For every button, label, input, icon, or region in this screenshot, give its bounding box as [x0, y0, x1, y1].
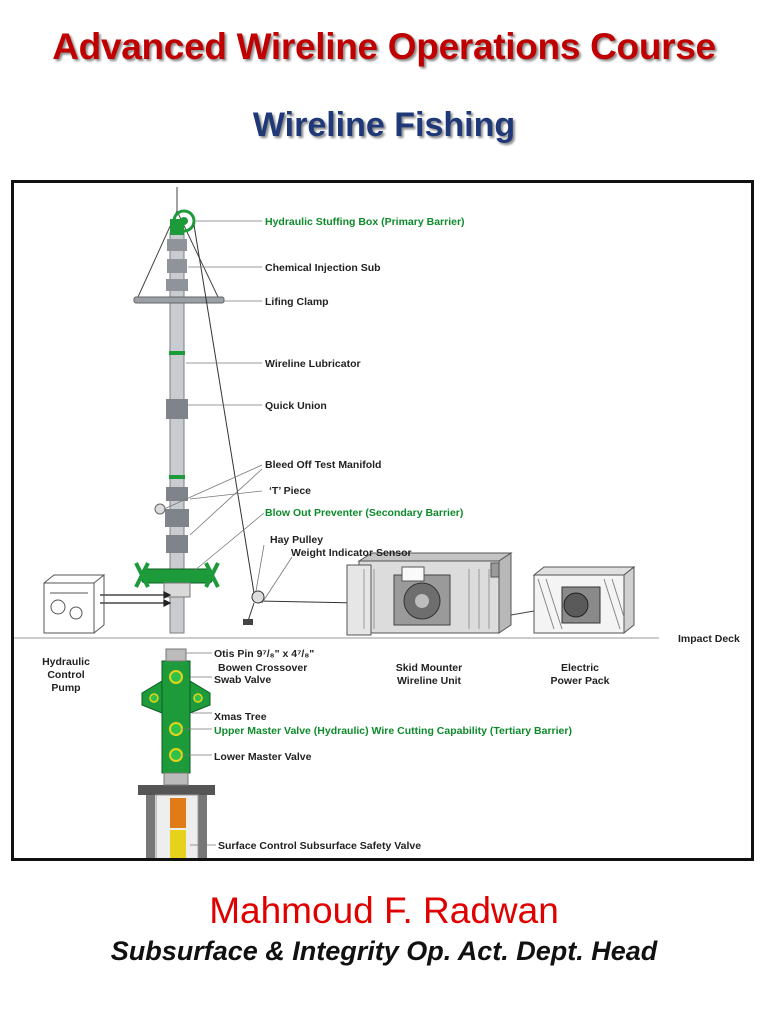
label-pump-line1: Hydraulic — [42, 656, 90, 668]
power-cable — [510, 610, 535, 616]
blow-out-preventer — [134, 562, 220, 598]
callout-weight-indicator: Weight Indicator Sensor — [291, 547, 412, 559]
label-pump-line3: Pump — [51, 682, 80, 694]
label-pump-line2: Control — [47, 669, 84, 681]
label-skid-line2: Wireline Unit — [397, 675, 462, 687]
slide-title: Advanced Wireline Operations Course — [52, 26, 716, 67]
callout-xmas-tree: Xmas Tree — [214, 711, 267, 723]
callout-lifting-clamp: Lifing Clamp — [265, 296, 329, 308]
lifting-clamp-bar — [133, 296, 225, 304]
hay-pulley — [243, 590, 265, 625]
slide-subtitle: Wireline Fishing — [252, 106, 516, 144]
well-casing — [138, 785, 215, 858]
callout-t-piece: ‘T’ Piece — [269, 485, 311, 497]
label-power-line2: Power Pack — [551, 675, 610, 687]
author-position: Subsurface & Integrity Op. Act. Dept. He… — [110, 936, 658, 966]
callout-chemical-injection-sub: Chemical Injection Sub — [265, 262, 381, 274]
callout-bleed-off-manifold: Bleed Off Test Manifold — [265, 459, 381, 471]
callout-quick-union: Quick Union — [265, 400, 327, 412]
lubricator-string — [133, 232, 225, 634]
hydraulic-control-pump-drawing — [43, 574, 106, 634]
callout-stuffing-box: Hydraulic Stuffing Box (Primary Barrier) — [265, 216, 465, 228]
callout-impact-deck: Impact Deck — [678, 633, 740, 645]
scssv-body — [170, 830, 186, 858]
callout-bop: Blow Out Preventer (Secondary Barrier) — [265, 507, 463, 519]
stuffing-box — [170, 209, 196, 235]
callout-leaders — [163, 220, 293, 846]
wireline-path — [193, 224, 360, 604]
xmas-tree — [141, 648, 211, 786]
callout-upper-master-valve: Upper Master Valve (Hydraulic) Wire Cutt… — [214, 725, 572, 737]
callout-otis-pin: Otis Pin 9⁷/₈" x 4⁷/₈" — [214, 648, 314, 660]
author-name: Mahmoud F. Radwan — [209, 890, 559, 931]
callout-swab-valve: Swab Valve — [214, 674, 271, 686]
label-skid-line1: Skid Mounter — [396, 662, 463, 674]
callout-hay-pulley: Hay Pulley — [270, 534, 323, 546]
callout-bowen-crossover: Bowen Crossover — [218, 662, 307, 674]
hydraulic-hoses — [100, 591, 172, 607]
callout-lower-master-valve: Lower Master Valve — [214, 751, 312, 763]
ssv-upper-block — [170, 798, 186, 828]
electric-power-pack-drawing — [532, 565, 636, 635]
label-power-line1: Electric — [561, 662, 599, 674]
skid-wireline-unit-drawing — [346, 552, 513, 636]
wireline-rigup-diagram: Hydraulic Stuffing Box (Primary Barrier)… — [11, 180, 754, 861]
callout-scssv: Surface Control Subsurface Safety Valve — [218, 840, 421, 852]
diagram-canvas: Hydraulic Stuffing Box (Primary Barrier)… — [14, 187, 740, 858]
callout-wireline-lubricator: Wireline Lubricator — [265, 358, 361, 370]
